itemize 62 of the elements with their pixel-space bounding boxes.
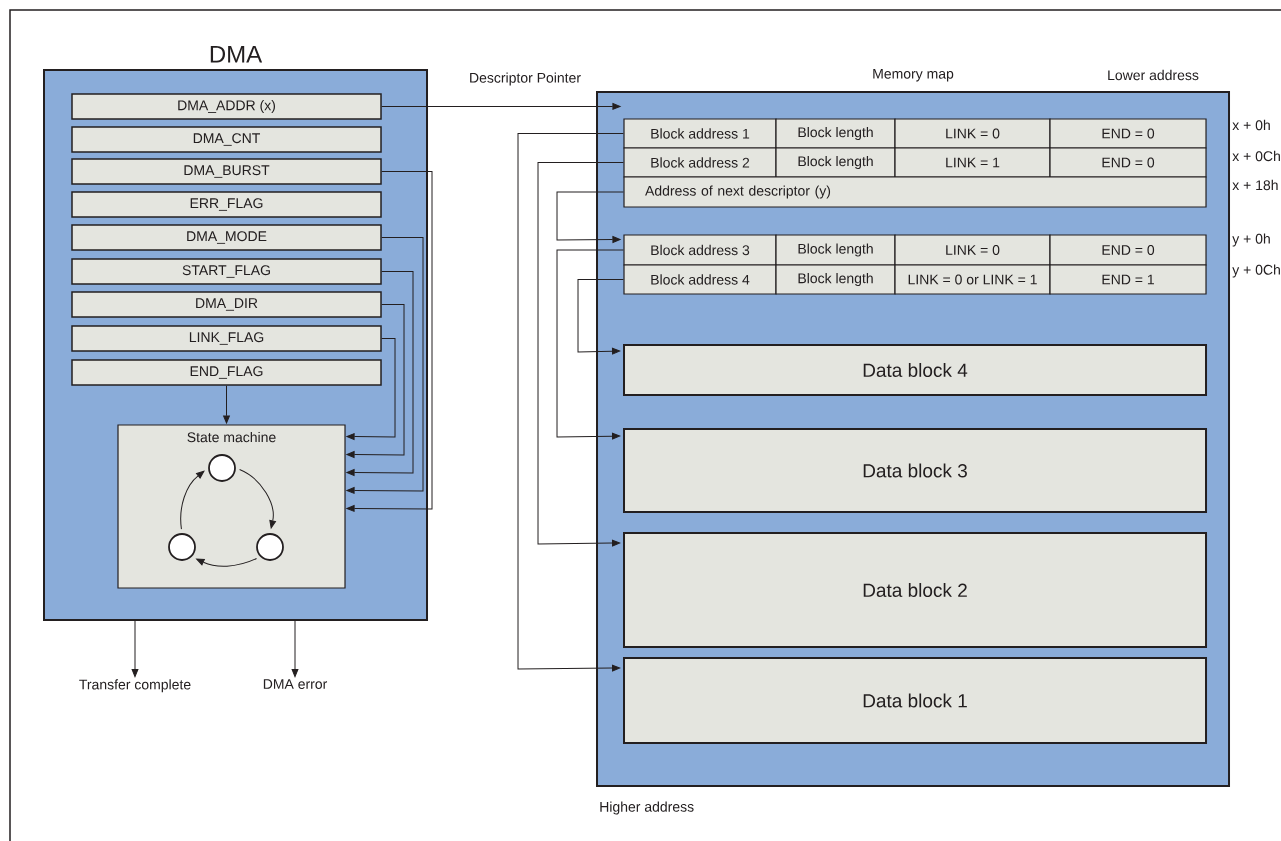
register-box: DMA_DIR bbox=[71, 291, 382, 318]
node-label: Memory map bbox=[873, 68, 954, 82]
arrow bbox=[223, 385, 230, 424]
data-block: Data block 3 bbox=[623, 428, 1207, 513]
descriptor-field-cell: LINK = 1 bbox=[894, 147, 1051, 178]
arrow bbox=[196, 558, 258, 567]
register-box: DMA_MODE bbox=[71, 224, 382, 251]
output-signal-label: DMA error bbox=[263, 679, 328, 689]
descriptor-field-cell: END = 0 bbox=[1049, 234, 1207, 266]
state-circle bbox=[208, 454, 236, 482]
arrow bbox=[346, 304, 405, 458]
arrow bbox=[517, 133, 624, 672]
arrow bbox=[556, 249, 624, 440]
data-block: Data block 4 bbox=[623, 344, 1207, 396]
arrow bbox=[239, 469, 276, 529]
descriptor-field-cell: END = 1 bbox=[1049, 264, 1207, 295]
descriptor-field-cell: LINK = 0 bbox=[894, 234, 1051, 266]
address-label: y + 0Ch bbox=[1232, 264, 1280, 278]
state-circle bbox=[256, 533, 284, 561]
descriptor-field-cell: Block address 1 bbox=[623, 118, 777, 149]
node-label: DMA bbox=[210, 45, 263, 63]
arrow bbox=[381, 103, 621, 110]
arrow bbox=[346, 271, 414, 476]
arrow bbox=[346, 171, 433, 512]
arrow bbox=[291, 620, 299, 678]
descriptor-field-cell: Block length bbox=[775, 147, 896, 178]
descriptor-field-cell: Block address 3 bbox=[623, 234, 777, 266]
register-box: LINK_FLAG bbox=[71, 325, 382, 352]
note-label: Higher address bbox=[600, 801, 694, 815]
descriptor-field-cell: Block address 4 bbox=[623, 264, 777, 295]
register-box: DMA_ADDR (x) bbox=[71, 93, 382, 120]
arrow bbox=[180, 470, 205, 530]
descriptor-field-cell: LINK = 0 bbox=[894, 118, 1051, 149]
descriptor-field-cell: END = 0 bbox=[1049, 118, 1207, 149]
address-label: x + 18h bbox=[1232, 179, 1278, 191]
register-box: START_FLAG bbox=[71, 258, 382, 285]
arrow bbox=[346, 338, 396, 440]
output-signal-label: Transfer complete bbox=[79, 679, 191, 693]
arrow bbox=[537, 162, 624, 547]
register-box: DMA_CNT bbox=[71, 126, 382, 153]
descriptor-field-cell: END = 0 bbox=[1049, 147, 1207, 178]
data-block: Data block 1 bbox=[623, 657, 1207, 744]
address-label: y + 0h bbox=[1232, 233, 1270, 247]
arrow bbox=[556, 191, 624, 243]
register-box: DMA_BURST bbox=[71, 158, 382, 185]
note-label: Lower address bbox=[1108, 69, 1199, 81]
data-block: Data block 2 bbox=[623, 532, 1207, 648]
descriptor-field-cell: Block length bbox=[775, 118, 896, 149]
descriptor-field-cell: Block address 2 bbox=[623, 147, 777, 178]
state-circle bbox=[168, 533, 196, 561]
address-label: x + 0h bbox=[1232, 119, 1270, 131]
arrow bbox=[131, 620, 139, 678]
register-box: END_FLAG bbox=[71, 359, 382, 386]
state-machine-box: State machine bbox=[117, 424, 346, 589]
register-box: ERR_FLAG bbox=[71, 191, 382, 218]
arrow bbox=[346, 237, 424, 494]
edge-label: Descriptor Pointer bbox=[468, 71, 583, 87]
descriptor-field-cell: Block length bbox=[775, 264, 896, 295]
descriptor-field-cell: Block length bbox=[775, 234, 896, 266]
arrow bbox=[577, 279, 624, 355]
address-label: x + 0Ch bbox=[1232, 150, 1280, 162]
descriptor-field-cell: LINK = 0 or LINK = 1 bbox=[894, 264, 1051, 295]
